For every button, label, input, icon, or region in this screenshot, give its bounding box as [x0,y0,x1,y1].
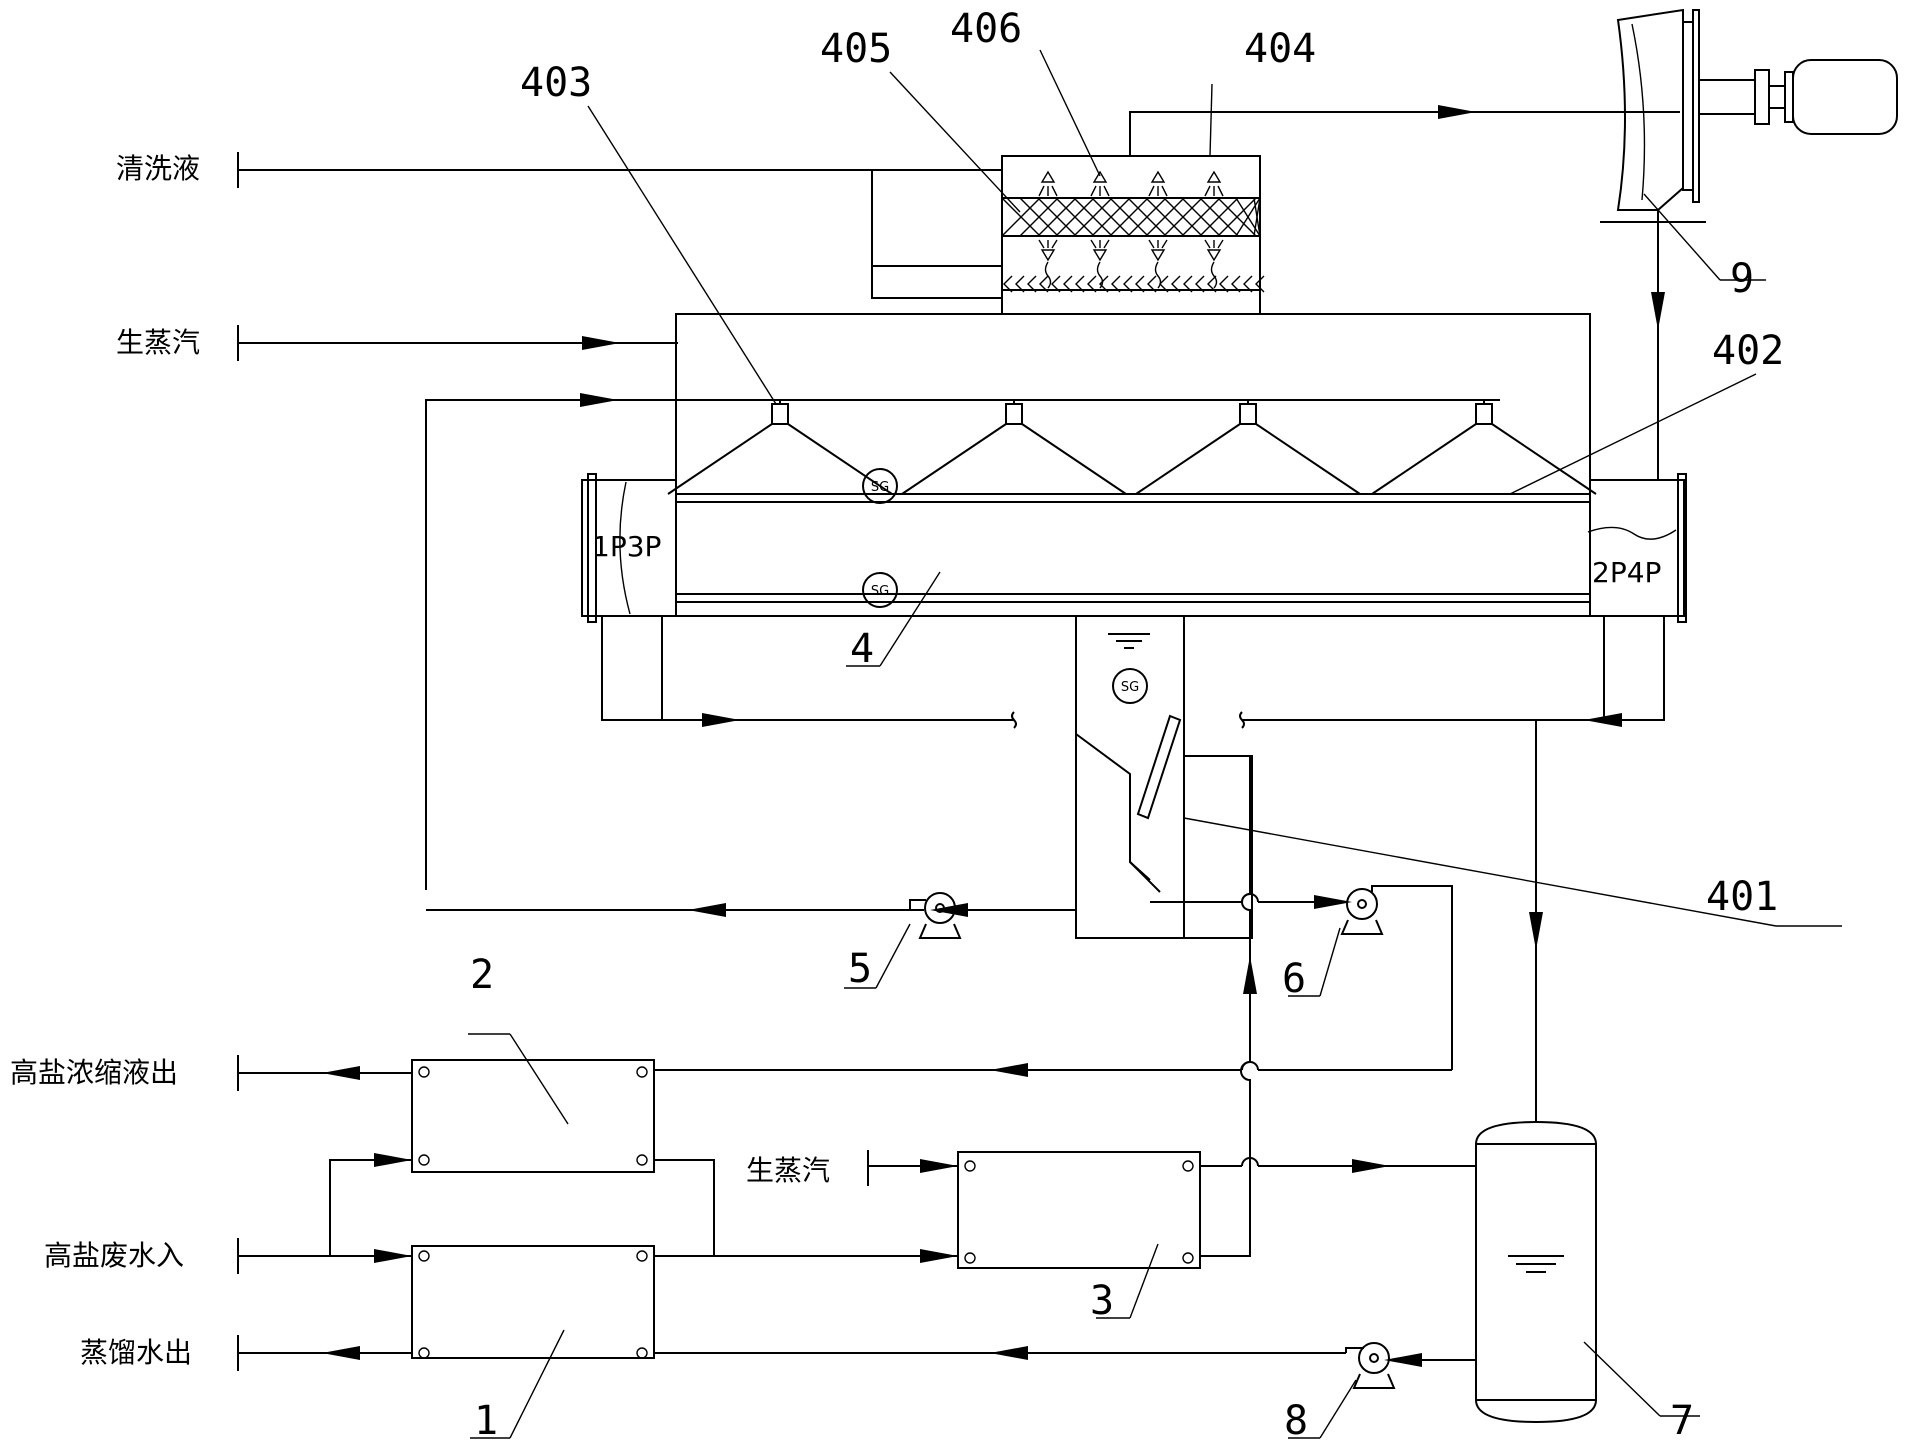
spray-nozzle-icon [1092,249,1108,262]
demister-tower-404 [871,111,1680,315]
falling-film-evaporator-4 [425,313,1687,890]
number-5: 5 [848,946,872,992]
arrow-vapor-to-fan [1438,105,1476,119]
heat-exchanger-1 [411,1245,655,1359]
spray-nozzle-icon [1040,170,1056,183]
label-raw-steam-top: 生蒸汽 [116,326,200,359]
pass-label-left: 1P3P [592,530,661,563]
number-4: 4 [850,626,874,672]
label-raw-steam-bottom: 生蒸汽 [746,1154,830,1187]
spray-nozzles-406 [1038,170,1224,197]
arrow-fan-down [1651,292,1665,330]
number-7: 7 [1670,1398,1694,1444]
spray-nozzle-icon [1206,170,1222,183]
number-405: 405 [820,26,892,72]
svg-text:SG: SG [871,584,889,599]
vapor-compressor-fan-9 [1600,8,1898,480]
arrow-to-tank [1529,912,1543,950]
arrow-steam-in [582,336,620,350]
arrow-condensate-left [702,713,740,727]
number-6: 6 [1282,956,1306,1002]
discharge-pump-6 [1150,885,1453,1070]
arrow-condensate-tank [1352,1159,1390,1173]
spray-nozzle-icon [1040,249,1056,262]
label-distilled-water-out: 蒸馏水出 [80,1336,192,1369]
label-brine-wastewater-in: 高盐废水入 [44,1239,184,1272]
arrow-feed-up [1243,956,1257,994]
recirculation-pump-5 [426,892,1076,939]
spray-nozzle-icon [1150,170,1166,183]
distributor-head [771,403,789,425]
spray-nozzle-icon [1150,249,1166,262]
number-402: 402 [1712,328,1784,374]
spray-nozzle-icon [1206,249,1222,262]
arrow-steam-hx3 [920,1159,958,1173]
heat-exchanger-2 [411,1059,655,1173]
lower-spray-nozzles [1038,239,1224,289]
salt-separator-sump-401 [1075,615,1253,939]
number-404: 404 [1244,26,1316,72]
steam-preheater-3 [957,1151,1201,1269]
svg-text:SG: SG [1121,680,1139,695]
spray-nozzle-icon [1092,170,1108,183]
arrow-distilled-out [322,1346,360,1360]
arrow-feed-hx2 [374,1153,412,1167]
distributor-head [1475,403,1493,425]
sight-glass-3: SG [1112,668,1148,704]
arrow-concentrate-left [990,1063,1028,1077]
number-406: 406 [950,6,1022,52]
number-8: 8 [1284,1398,1308,1444]
arrow-distillate-left [990,1346,1028,1360]
pass-label-right: 2P4P [1592,556,1661,589]
baffle-plates [1003,275,1265,293]
arrow-recirc-to-sprayers [580,393,618,407]
distributor-head [1239,403,1257,425]
condensate-tank-7 [1475,1120,1597,1424]
arrow-feed-hx1 [374,1249,412,1263]
distillate-pump-8 [654,1342,1476,1389]
number-1: 1 [474,1398,498,1444]
label-cleaning-liquid: 清洗液 [116,152,200,185]
number-2: 2 [470,952,494,998]
liquid-distributors-403 [667,400,1597,495]
wire-mesh-demister-405 [1001,197,1261,237]
svg-text:SG: SG [871,480,889,495]
sight-glass-2: SG [862,572,898,608]
arrow-feed-hx3 [920,1249,958,1263]
sight-glass-1: SG [862,468,898,504]
arrow-condensate-right [1584,713,1622,727]
leader-lines [468,49,1842,1439]
arrow-recirc-left [688,903,726,917]
distributor-head [1005,403,1023,425]
label-brine-concentrate-out: 高盐浓缩液出 [10,1056,178,1089]
number-403: 403 [520,60,592,106]
arrow-brine-out [322,1066,360,1080]
number-401: 401 [1706,874,1778,920]
number-9: 9 [1730,256,1754,302]
number-3: 3 [1090,1278,1114,1324]
